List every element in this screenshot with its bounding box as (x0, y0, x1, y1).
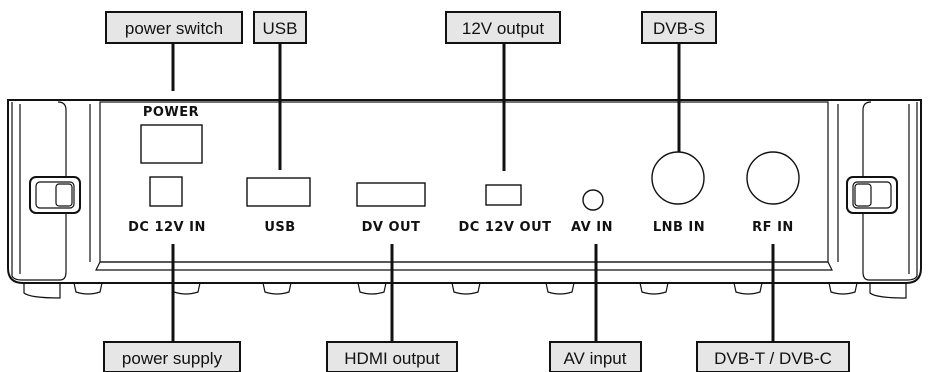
callout-usb: USB (253, 11, 307, 44)
callout-power-supply: power supply (103, 341, 241, 372)
callout-12v-output: 12V output (445, 11, 561, 44)
callout-power-switch-label: power switch (125, 19, 223, 38)
callout-power-supply-label: power supply (122, 349, 223, 368)
callout-hdmi-output-label: HDMI output (344, 349, 440, 368)
callout-dvb-s-label: DVB-S (653, 19, 705, 38)
panel-label-dc-out: DC 12V OUT (458, 220, 551, 235)
leader-lines (171, 44, 775, 342)
panel-label-dc-in: DC 12V IN (128, 220, 206, 235)
hdmi-port (356, 182, 426, 207)
callout-av-input-label: AV input (563, 349, 626, 368)
dc-out-port (485, 184, 522, 206)
lnb-in-port (651, 151, 705, 205)
device-feet (23, 282, 907, 299)
callout-dvb-t-c-label: DVB-T / DVB-C (714, 349, 832, 368)
panel-label-rf-in: RF IN (752, 220, 794, 235)
callout-dvb-s: DVB-S (641, 11, 717, 44)
callout-12v-output-label: 12V output (462, 19, 545, 38)
rf-in-port (746, 151, 800, 205)
callout-dvb-t-c: DVB-T / DVB-C (696, 341, 850, 372)
left-side-clamp (11, 101, 91, 281)
panel-label-lnb-in: LNB IN (653, 220, 705, 235)
callout-usb-label: USB (263, 19, 298, 38)
usb-port (246, 177, 311, 207)
panel-label-av-in: AV IN (571, 220, 613, 235)
panel-label-dv-out: DV OUT (362, 220, 421, 235)
right-side-clamp (837, 101, 918, 281)
panel-label-power: POWER (143, 105, 199, 120)
dc-in-port (149, 176, 183, 207)
device-body (7, 99, 922, 299)
callout-av-input: AV input (549, 341, 642, 372)
callout-power-switch: power switch (105, 11, 243, 44)
av-in-port (582, 189, 604, 211)
power-switch-port (140, 124, 203, 164)
panel-label-usb: USB (264, 220, 295, 235)
callout-hdmi-output: HDMI output (326, 341, 458, 372)
